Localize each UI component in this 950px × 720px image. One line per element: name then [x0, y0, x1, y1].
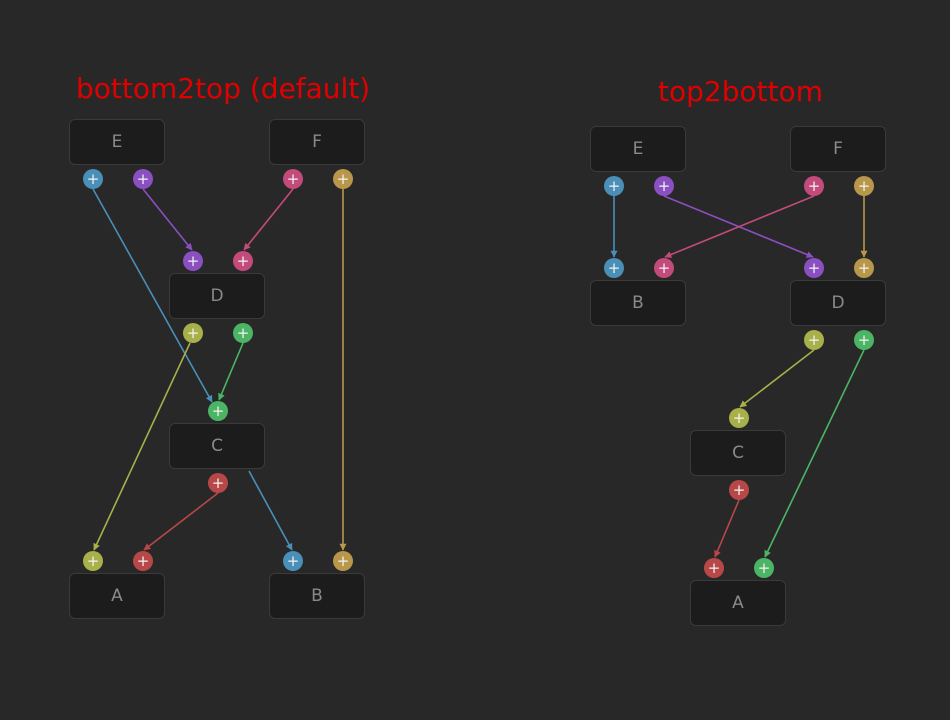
left-d-in-purple-port[interactable]: +	[183, 251, 203, 271]
left-node-c[interactable]: C	[169, 423, 265, 469]
left-wire-c-blue-to-b	[248, 470, 293, 551]
left-d-out-green-port[interactable]: +	[233, 323, 253, 343]
right-c-out-red-port[interactable]: +	[729, 480, 749, 500]
left-c-out-red-port[interactable]: +	[208, 473, 228, 493]
right-wire-c-red-to-a	[714, 499, 740, 558]
right-d-out-olive-port[interactable]: +	[804, 330, 824, 350]
right-d-out-green-port[interactable]: +	[854, 330, 874, 350]
right-d-in-purple-port[interactable]: +	[804, 258, 824, 278]
right-node-a[interactable]: A	[690, 580, 786, 626]
left-node-a[interactable]: A	[69, 573, 165, 619]
right-f-out-gold-port[interactable]: +	[854, 176, 874, 196]
right-node-d[interactable]: D	[790, 280, 886, 326]
left-node-b[interactable]: B	[269, 573, 365, 619]
left-b-in-gold-port[interactable]: +	[333, 551, 353, 571]
left-f-out-gold-port[interactable]: +	[333, 169, 353, 189]
right-node-b[interactable]: B	[590, 280, 686, 326]
right-f-out-pink-port[interactable]: +	[804, 176, 824, 196]
right-node-e[interactable]: E	[590, 126, 686, 172]
left-a-in-olive-port[interactable]: +	[83, 551, 103, 571]
left-d-out-olive-port[interactable]: +	[183, 323, 203, 343]
right-node-f[interactable]: F	[790, 126, 886, 172]
left-node-e[interactable]: E	[69, 119, 165, 165]
left-wire-d-olive-to-a	[93, 342, 191, 551]
right-a-in-red-port[interactable]: +	[704, 558, 724, 578]
right-c-in-olive-port[interactable]: +	[729, 408, 749, 428]
right-node-c[interactable]: C	[690, 430, 786, 476]
left-d-in-pink-port[interactable]: +	[233, 251, 253, 271]
left-a-in-red-port[interactable]: +	[133, 551, 153, 571]
right-b-in-blue-port[interactable]: +	[604, 258, 624, 278]
left-b-in-blue-port[interactable]: +	[283, 551, 303, 571]
left-wire-e-blue-to-c	[92, 188, 213, 403]
right-diagram-title: top2bottom	[658, 75, 823, 108]
left-e-out-purple-port[interactable]: +	[133, 169, 153, 189]
left-wire-f-pink-to-d	[243, 188, 294, 251]
right-wire-f-pink-to-b	[664, 195, 815, 258]
left-f-out-pink-port[interactable]: +	[283, 169, 303, 189]
left-e-out-blue-port[interactable]: +	[83, 169, 103, 189]
left-wire-e-purple-to-d	[142, 188, 193, 251]
left-wire-d-green-to-c	[218, 342, 244, 401]
left-node-f[interactable]: F	[269, 119, 365, 165]
left-node-d[interactable]: D	[169, 273, 265, 319]
right-a-in-green-port[interactable]: +	[754, 558, 774, 578]
right-e-out-blue-port[interactable]: +	[604, 176, 624, 196]
right-b-in-pink-port[interactable]: +	[654, 258, 674, 278]
right-d-in-gold-port[interactable]: +	[854, 258, 874, 278]
left-diagram-title: bottom2top (default)	[76, 72, 371, 105]
left-c-in-green-port[interactable]: +	[208, 401, 228, 421]
left-wire-c-red-to-a	[143, 492, 219, 551]
right-wire-d-olive-to-c	[739, 349, 815, 408]
right-wire-d-green-to-a	[764, 349, 865, 558]
right-e-out-purple-port[interactable]: +	[654, 176, 674, 196]
